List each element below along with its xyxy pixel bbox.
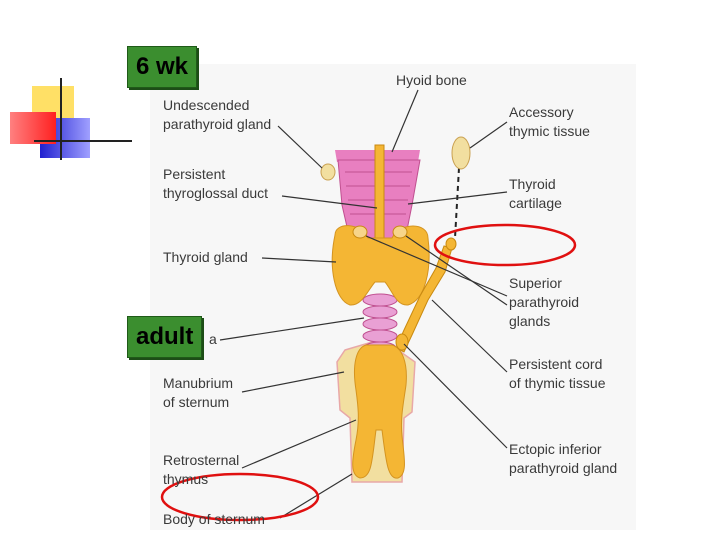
label-accessory-thymic-tissue: Accessory thymic tissue [509, 104, 590, 139]
highlight-circle-superior [433, 223, 577, 267]
superior-parathyroid-right [392, 225, 408, 239]
label-thyroid-gland: Thyroid gland [163, 249, 248, 265]
leader-lines [219, 89, 508, 519]
label-trachea-partial: a [209, 331, 217, 347]
label-persistent-cord: Persistent cord of thymic tissue [509, 356, 606, 391]
label-undescended-parathyroid: Undescended parathyroid gland [163, 97, 272, 132]
stage-tag-6wk: 6 wk [127, 46, 198, 88]
thyroglossal-duct [374, 144, 385, 241]
label-body-of-sternum: Body of sternum [163, 511, 265, 527]
superior-parathyroid-left [352, 225, 368, 239]
label-retrosternal-thymus: Retrosternal thymus [163, 452, 240, 487]
corner-red-square [10, 112, 56, 144]
ectopic-inferior-parathyroid [395, 333, 409, 351]
corner-vertical-line [60, 78, 62, 160]
label-ectopic-inferior-parathyroid: Ectopic inferior parathyroid gland [509, 441, 618, 476]
label-superior-parathyroid-glands: Superior parathyroid glands [509, 275, 580, 329]
thymic-cord-tip [445, 237, 457, 251]
accessory-thymic-tissue [451, 136, 471, 170]
label-persistent-thyroglossal-duct: Persistent thyroglossal duct [163, 166, 269, 201]
corner-horizontal-line [34, 140, 132, 142]
stage-tag-adult: adult [127, 316, 203, 358]
label-manubrium: Manubrium of sternum [163, 375, 234, 410]
undescended-parathyroid [320, 163, 336, 181]
label-thyroid-cartilage: Thyroid cartilage [509, 176, 562, 211]
highlight-circle-sternum [160, 472, 320, 522]
thyroid-gland [331, 225, 430, 306]
label-hyoid-bone: Hyoid bone [396, 72, 467, 88]
thymus [352, 344, 407, 479]
dashed-cord [454, 167, 460, 239]
